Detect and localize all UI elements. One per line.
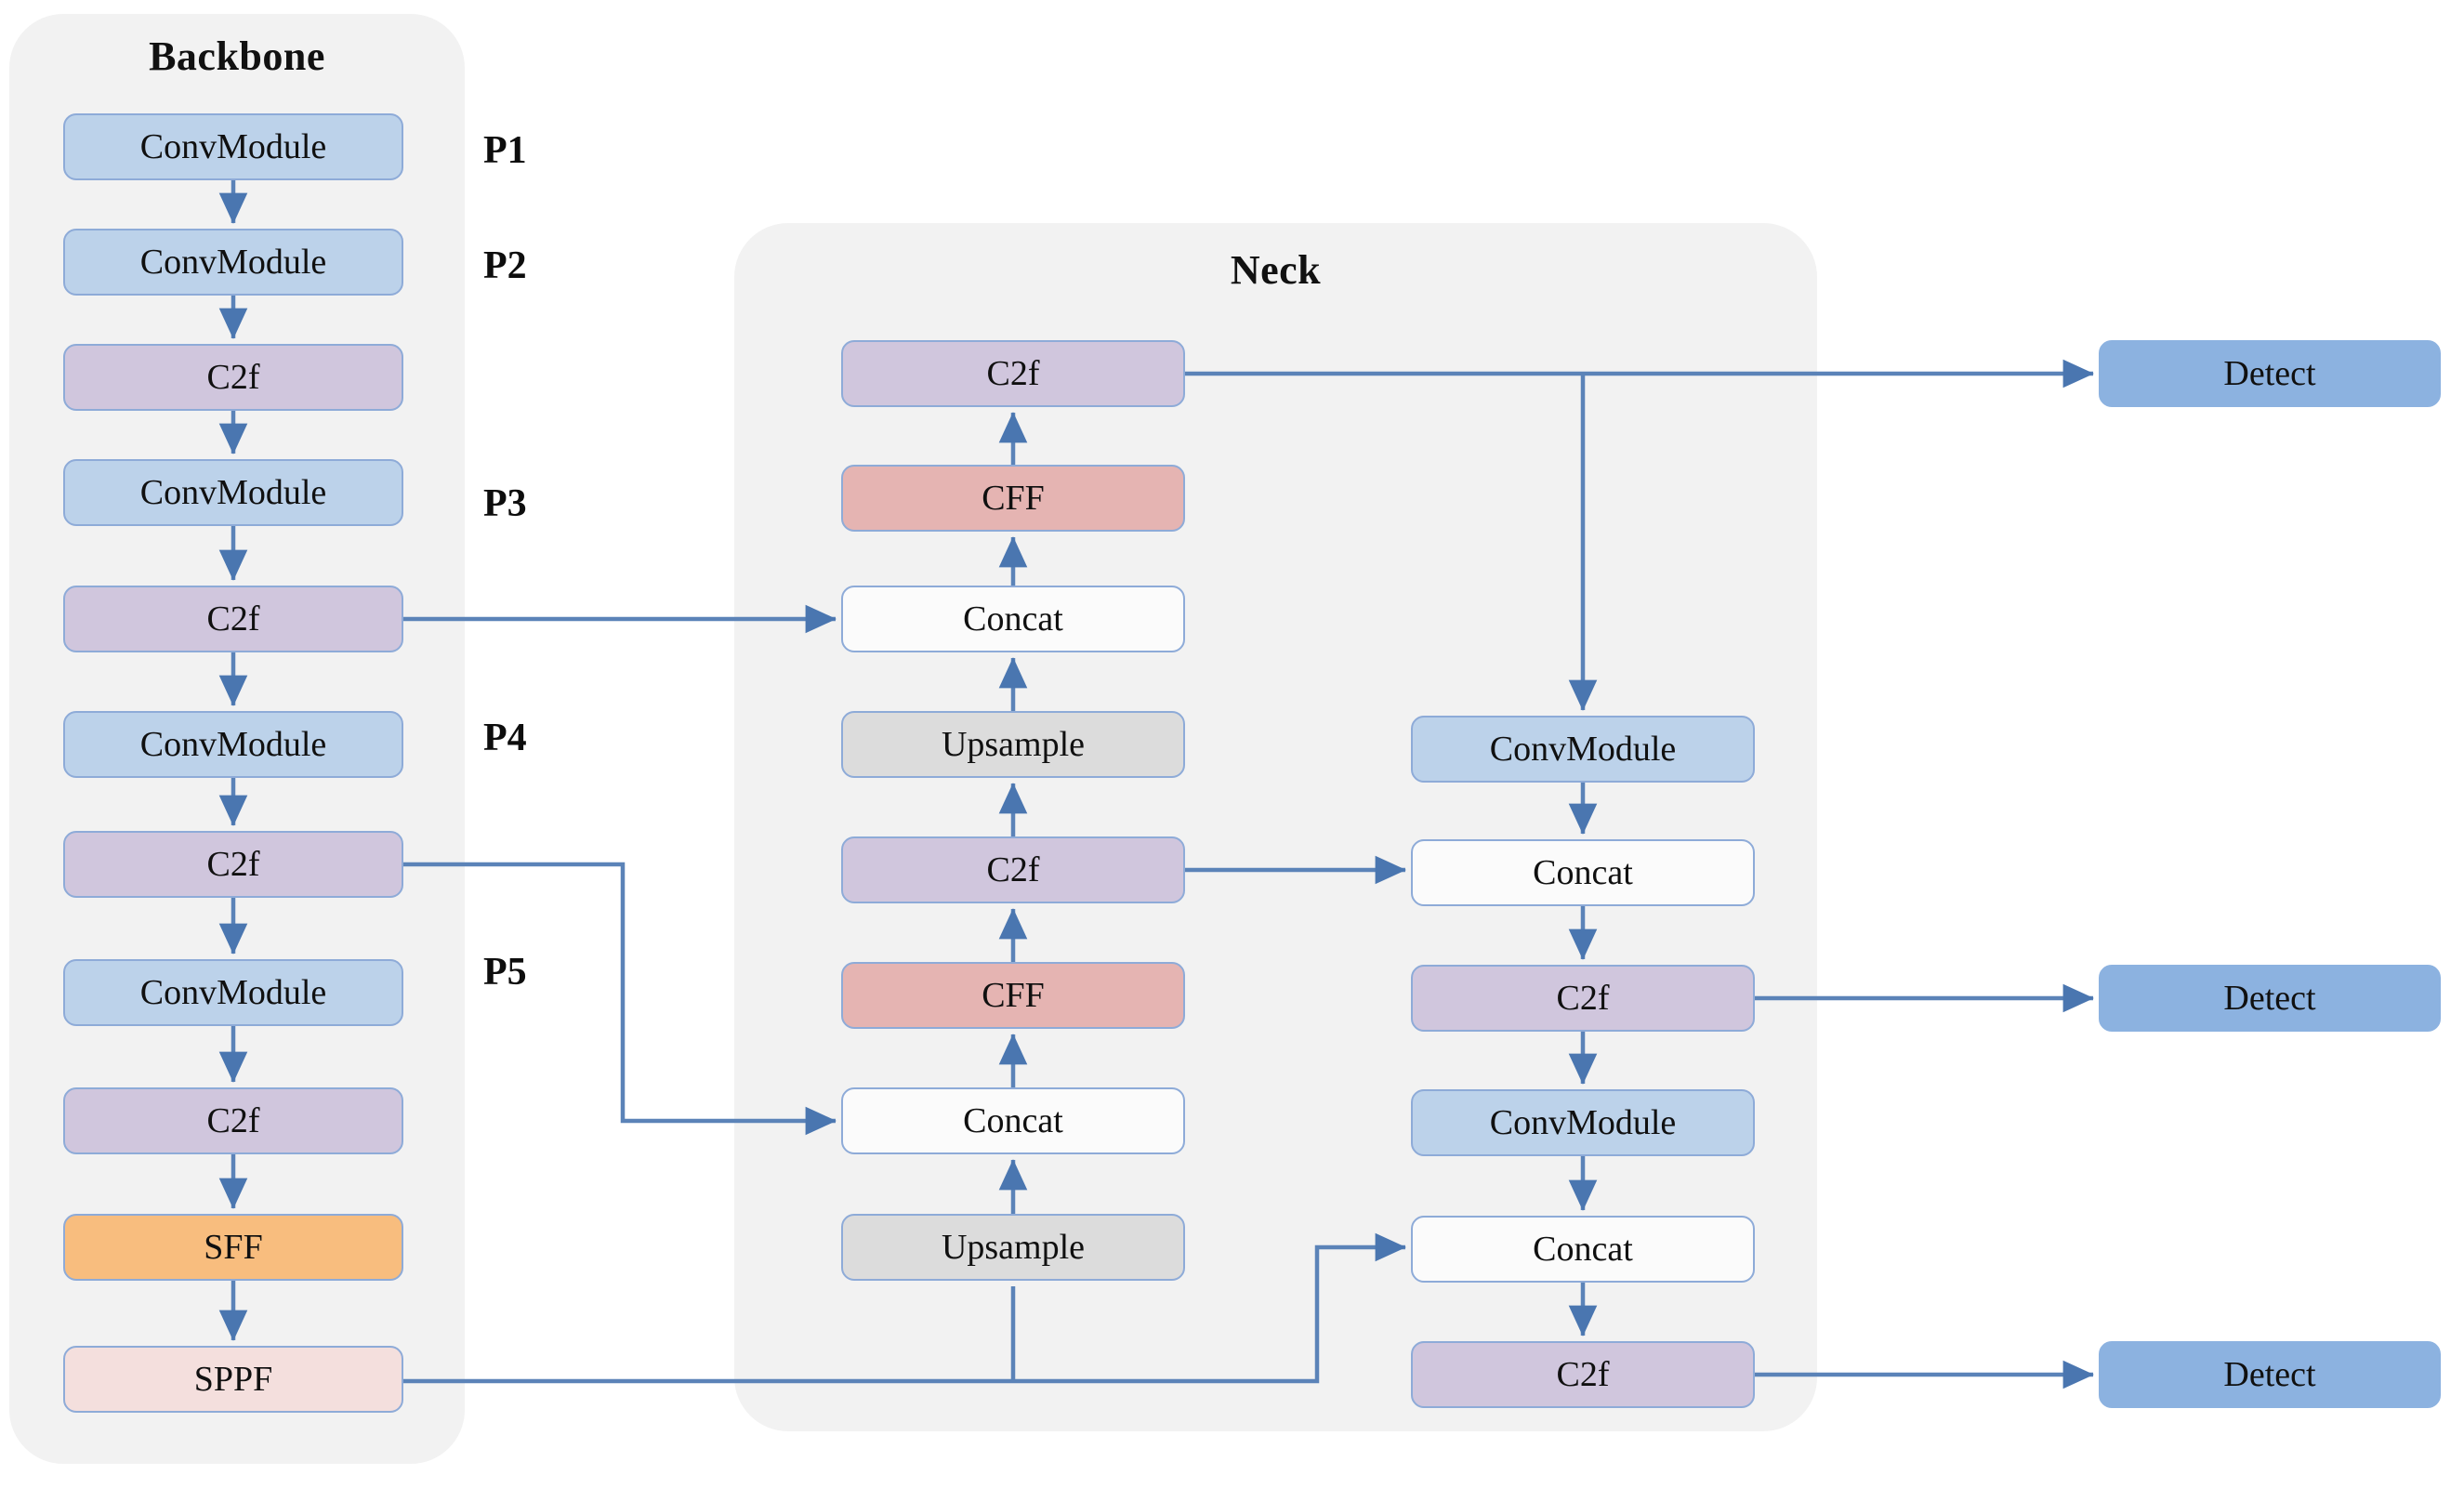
stage-label-p4: P4	[483, 717, 527, 759]
backbone-panel-title: Backbone	[149, 33, 325, 79]
neck-panel-title: Neck	[1230, 247, 1322, 293]
neck-node-convmodule-nr1: ConvModule	[1411, 716, 1755, 783]
neck-node-cff-nm6: CFF	[841, 962, 1185, 1029]
detect-node-detect-d1: Detect	[2099, 340, 2441, 407]
backbone-node-sppf-bb11: SPPF	[63, 1346, 403, 1413]
stage-label-p3: P3	[483, 482, 527, 525]
backbone-node-sff-bb10: SFF	[63, 1214, 403, 1281]
backbone-node-convmodule-bb4: ConvModule	[63, 459, 403, 526]
backbone-node-convmodule-bb1: ConvModule	[63, 113, 403, 180]
neck-node-c2f-nr3: C2f	[1411, 965, 1755, 1032]
neck-node-concat-nr5: Concat	[1411, 1216, 1755, 1283]
neck-node-c2f-nr6: C2f	[1411, 1341, 1755, 1408]
neck-node-cff-nm2: CFF	[841, 465, 1185, 532]
neck-node-upsample-nm8: Upsample	[841, 1214, 1185, 1281]
neck-node-c2f-nm1: C2f	[841, 340, 1185, 407]
detect-node-detect-d2: Detect	[2099, 965, 2441, 1032]
backbone-node-convmodule-bb2: ConvModule	[63, 229, 403, 296]
stage-label-p2: P2	[483, 244, 527, 287]
backbone-node-c2f-bb9: C2f	[63, 1087, 403, 1154]
backbone-node-c2f-bb7: C2f	[63, 831, 403, 898]
backbone-node-convmodule-bb6: ConvModule	[63, 711, 403, 778]
detect-node-detect-d3: Detect	[2099, 1341, 2441, 1408]
neck-node-c2f-nm5: C2f	[841, 836, 1185, 903]
neck-node-concat-nm3: Concat	[841, 586, 1185, 652]
backbone-node-convmodule-bb8: ConvModule	[63, 959, 403, 1026]
backbone-node-c2f-bb3: C2f	[63, 344, 403, 411]
backbone-node-c2f-bb5: C2f	[63, 586, 403, 652]
neck-node-concat-nm7: Concat	[841, 1087, 1185, 1154]
neck-node-upsample-nm4: Upsample	[841, 711, 1185, 778]
neck-node-concat-nr2: Concat	[1411, 839, 1755, 906]
neck-node-convmodule-nr4: ConvModule	[1411, 1089, 1755, 1156]
stage-label-p1: P1	[483, 129, 527, 172]
stage-label-p5: P5	[483, 951, 527, 994]
